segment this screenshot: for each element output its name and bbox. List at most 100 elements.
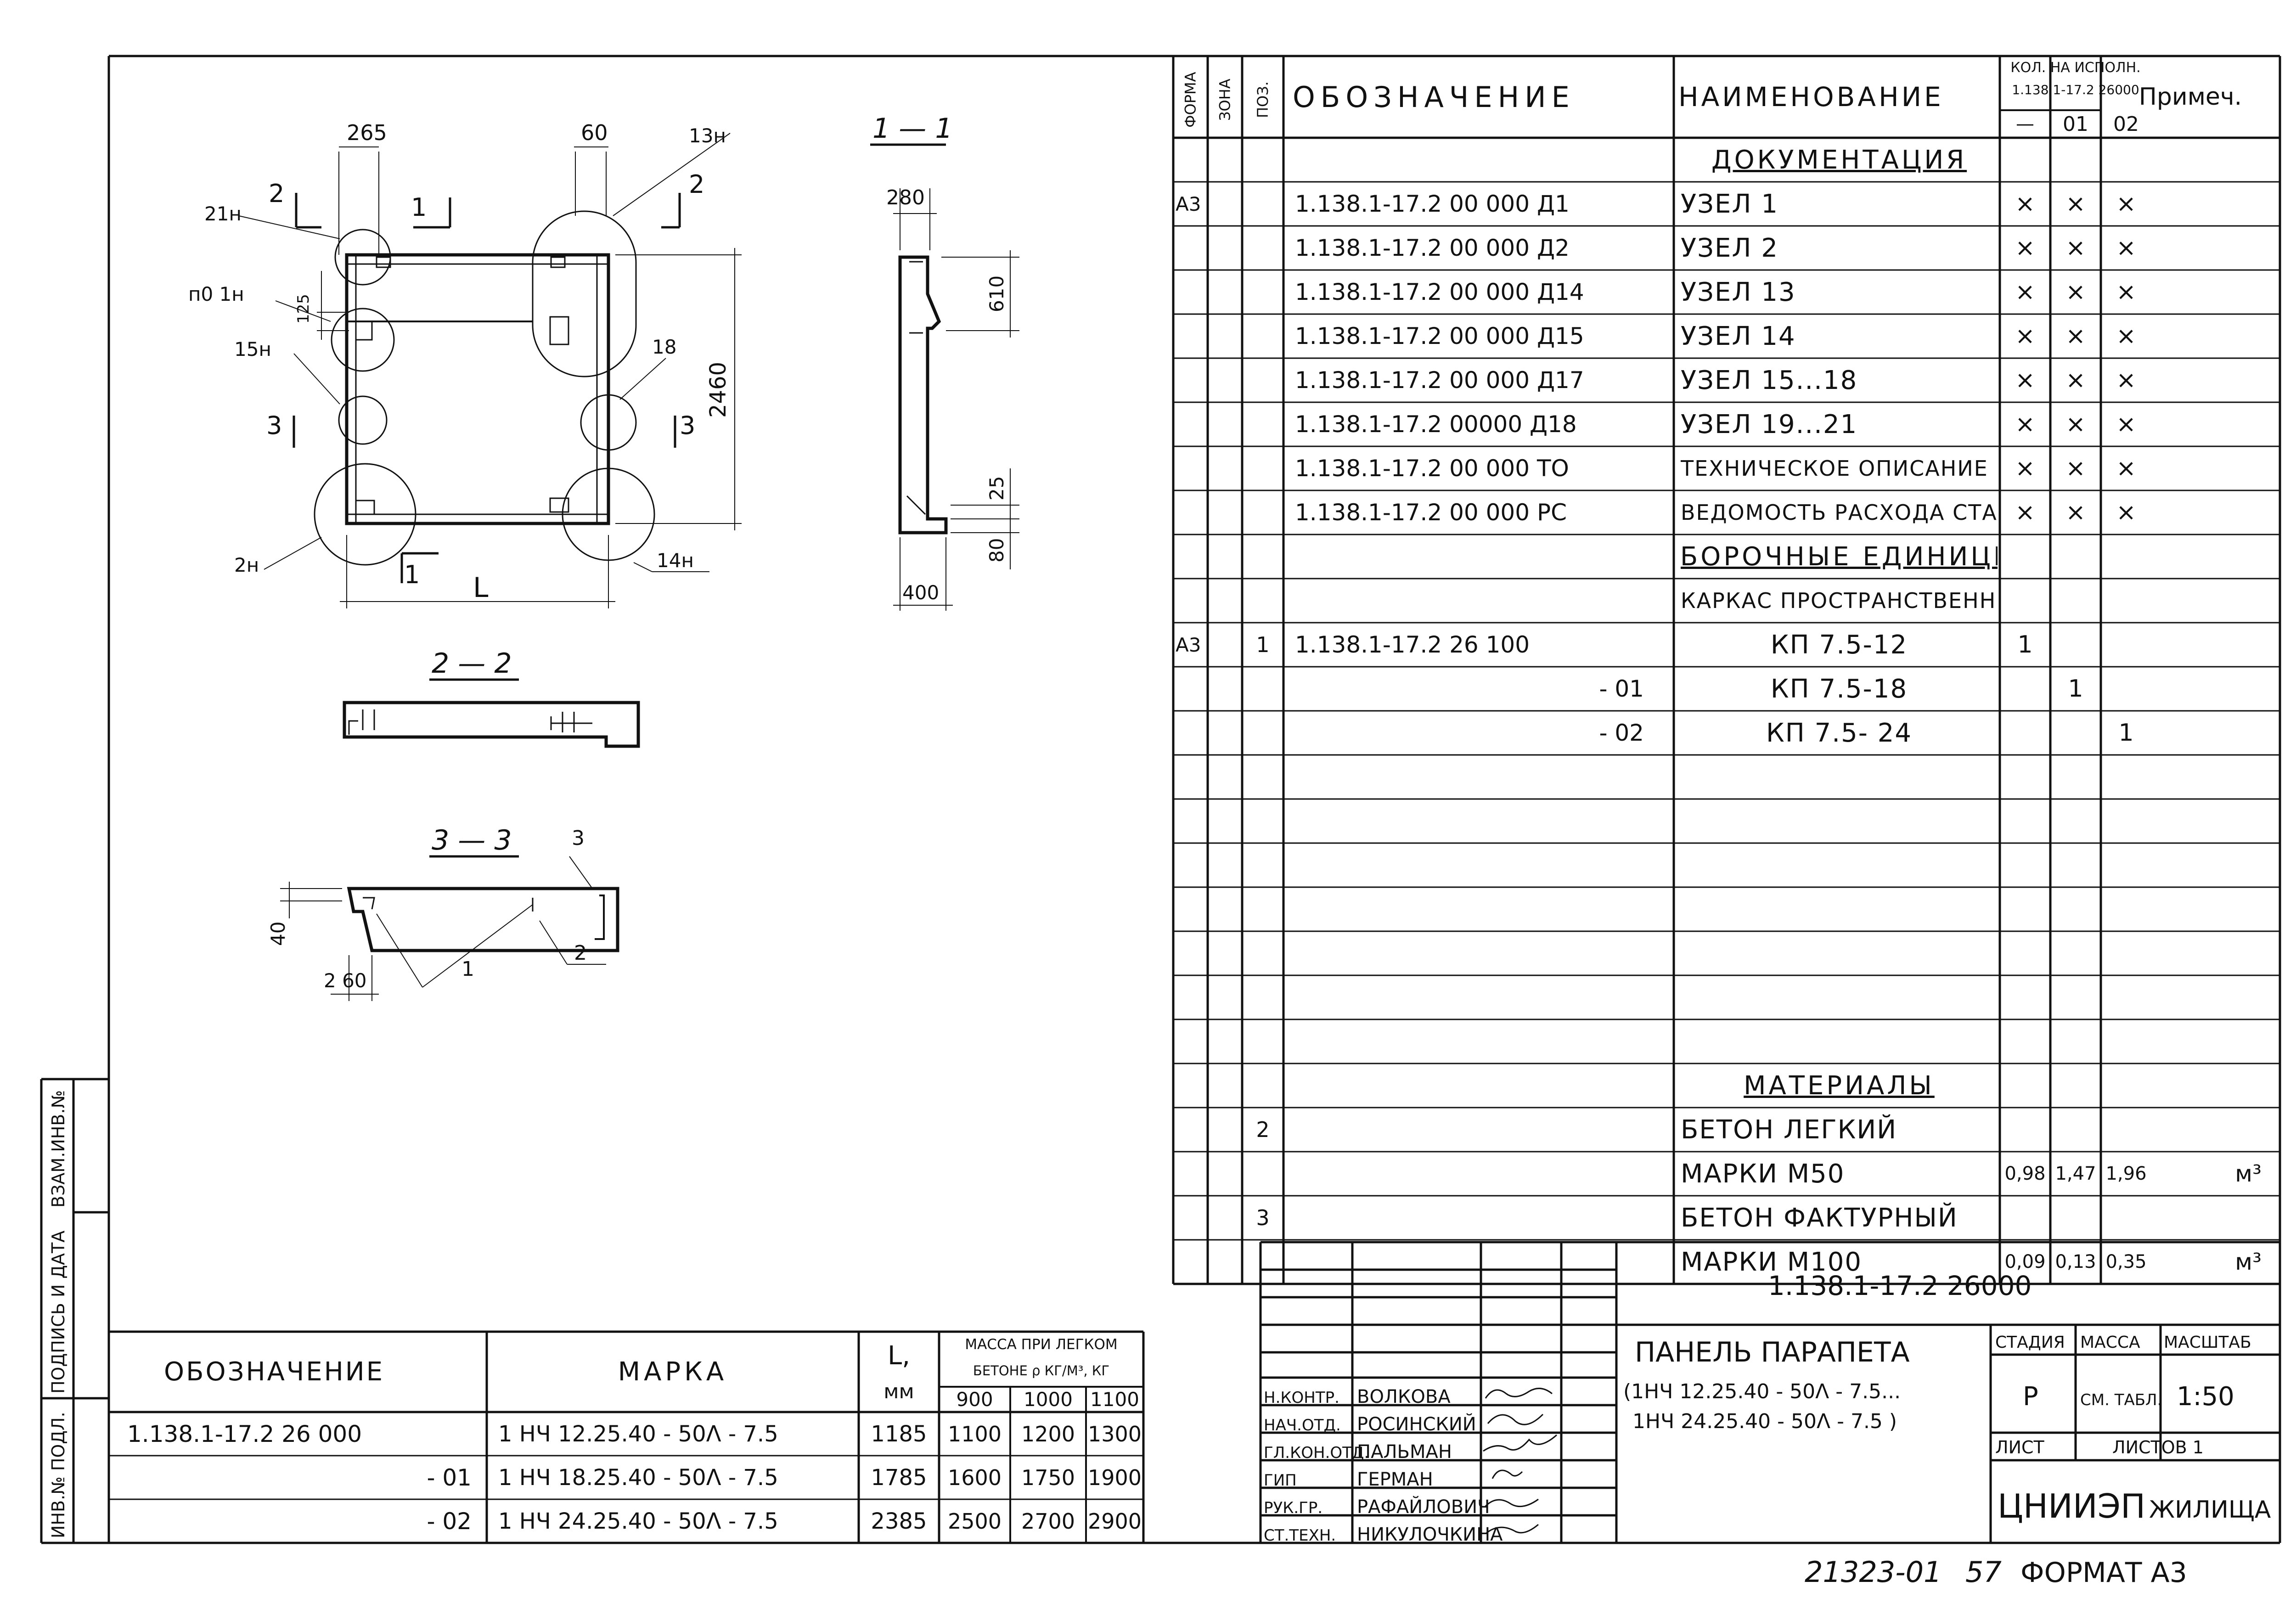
spec-qty-01: × bbox=[2065, 234, 2086, 262]
staff-role: ГИП bbox=[1264, 1471, 1297, 1490]
spec-poz: 1 bbox=[1256, 632, 1270, 657]
spec-qty-02: × bbox=[2116, 234, 2136, 262]
cut-mark-3-left: 3 bbox=[266, 411, 282, 440]
masshtab-value: 1:50 bbox=[2177, 1382, 2234, 1412]
spec-naimenovanie: УЗЕЛ 2 bbox=[1681, 233, 1778, 263]
spec-poz: 3 bbox=[1256, 1205, 1270, 1230]
spec-naimenovanie: УЗЕЛ 14 bbox=[1681, 321, 1796, 351]
callout-15n: 15н bbox=[234, 338, 271, 360]
format-label: ФОРМАТ А3 bbox=[2020, 1557, 2187, 1589]
marks-mass-1100: 1900 bbox=[1087, 1465, 1142, 1490]
dim-2460: 2460 bbox=[705, 362, 731, 418]
marks-header-900: 900 bbox=[956, 1388, 993, 1411]
marks-oboznachenie: - 01 bbox=[427, 1464, 472, 1491]
spec-naimenovanie: КП 7.5- 24 bbox=[1766, 718, 1912, 748]
spec-qty-01: × bbox=[2065, 278, 2086, 306]
spec-naimenovanie: ТЕХНИЧЕСКОЕ ОПИСАНИЕ bbox=[1681, 456, 1988, 481]
leader-1: 1 bbox=[461, 957, 474, 981]
spec-qty-01: × bbox=[2065, 190, 2086, 218]
masshtab-header: МАСШТАБ bbox=[2164, 1333, 2251, 1352]
spec-naimenovanie: УЗЕЛ 1 bbox=[1681, 189, 1778, 219]
spec-poz: 2 bbox=[1256, 1117, 1270, 1142]
spec-qty-base: × bbox=[2015, 322, 2035, 350]
callout-2n: 2н bbox=[234, 554, 259, 576]
spec-naimenovanie: МАРКИ М50 bbox=[1681, 1159, 1845, 1189]
cut-mark-2-right: 2 bbox=[689, 170, 704, 199]
section-2-2-title: 2 — 2 bbox=[432, 647, 512, 680]
section-1-1-view bbox=[870, 143, 1019, 611]
spec-oboznachenie: - 01 bbox=[1599, 675, 1644, 702]
archive-number: 21323-01 bbox=[1805, 1555, 1942, 1589]
marks-marka: 1 НЧ 24.25.40 - 50Λ - 7.5 bbox=[498, 1508, 778, 1534]
spec-qty-base: × bbox=[2015, 411, 2035, 438]
spec-section-heading: ДОКУМЕНТАЦИЯ bbox=[1711, 145, 1967, 175]
dim-125: 125 bbox=[294, 294, 313, 324]
spec-qty-base: × bbox=[2015, 234, 2035, 262]
marks-mass-1000: 1200 bbox=[1021, 1421, 1075, 1446]
spec-naimenovanie: УЗЕЛ 19...21 bbox=[1681, 409, 1858, 439]
section-1-1-title: 1 — 1 bbox=[872, 113, 953, 145]
dim-L: L bbox=[473, 572, 489, 604]
spec-qty-02: × bbox=[2116, 190, 2136, 218]
spec-qty-base: 0,09 bbox=[2004, 1251, 2046, 1272]
staff-name: НИКУЛОЧКИНА bbox=[1357, 1524, 1503, 1545]
header-kol-code: 1.138.1-17.2 26000 bbox=[2012, 82, 2139, 97]
spec-qty-base: 1 bbox=[2017, 631, 2033, 658]
callout-13n: 13н bbox=[689, 124, 726, 147]
title-name-sub1: (1НЧ 12.25.40 - 50Λ - 7.5... bbox=[1623, 1380, 1901, 1403]
spec-qty-base: × bbox=[2015, 190, 2035, 218]
marks-mass-900: 1100 bbox=[947, 1421, 1002, 1446]
marks-mass-900: 2500 bbox=[947, 1508, 1002, 1534]
spec-qty-base: × bbox=[2015, 499, 2035, 526]
marks-header-l-unit: мм bbox=[884, 1379, 914, 1403]
marks-length: 2385 bbox=[871, 1508, 927, 1534]
header-naimenovanie: НАИМЕНОВАНИЕ bbox=[1678, 81, 1944, 113]
spec-qty-01: 1 bbox=[2068, 675, 2083, 703]
dim-280: 280 bbox=[886, 186, 925, 209]
marks-marka: 1 НЧ 12.25.40 - 50Λ - 7.5 bbox=[498, 1421, 778, 1447]
spec-oboznachenie: 1.138.1-17.2 00 000 РС bbox=[1295, 499, 1567, 526]
section-3-3-view bbox=[280, 855, 619, 1001]
staff-name: РОСИНСКИЙ bbox=[1357, 1413, 1476, 1435]
stadia-header: СТАДИЯ bbox=[1995, 1333, 2065, 1352]
header-ex-02: 02 bbox=[2113, 112, 2139, 136]
dim-400: 400 bbox=[902, 581, 939, 604]
marks-oboznachenie: 1.138.1-17.2 26 000 bbox=[127, 1420, 362, 1447]
spec-qty-02: 0,35 bbox=[2105, 1251, 2147, 1272]
marks-marka: 1 НЧ 18.25.40 - 50Λ - 7.5 bbox=[498, 1464, 778, 1491]
spec-naimenovanie: КП 7.5-12 bbox=[1770, 630, 1908, 660]
spec-qty-01: × bbox=[2065, 322, 2086, 350]
cut-mark-3-right: 3 bbox=[680, 411, 695, 440]
drawing-labels: 1 — 1 2 — 2 3 — 3 265 60 2460 125 L 21н … bbox=[188, 113, 1008, 992]
spec-oboznachenie: 1.138.1-17.2 00000 Д18 bbox=[1295, 411, 1577, 438]
callout-21n: 21н bbox=[204, 203, 242, 225]
spec-qty-base: × bbox=[2015, 366, 2035, 394]
spec-section-heading: СБОРОЧНЫЕ ЕДИНИЦЫ bbox=[1681, 541, 1998, 572]
header-ex-01: 01 bbox=[2063, 112, 2088, 136]
staff-role: РУК.ГР. bbox=[1264, 1499, 1322, 1517]
spec-naimenovanie: КАРКАС ПРОСТРАНСТВЕННЫЙ bbox=[1681, 588, 1998, 613]
dim-40: 40 bbox=[267, 922, 289, 946]
section-2-2-view bbox=[343, 678, 640, 748]
dim-2-60: 2 60 bbox=[324, 969, 367, 992]
title-code: 1.138.1-17.2 26000 bbox=[1768, 1270, 2032, 1301]
stadia-value: Р bbox=[2023, 1382, 2038, 1412]
stamp-inv-podl: ИНВ.№ ПОДЛ. bbox=[48, 1412, 68, 1538]
dim-610: 610 bbox=[985, 276, 1008, 312]
dim-80: 80 bbox=[985, 538, 1008, 563]
marks-length: 1185 bbox=[871, 1421, 927, 1447]
spec-naimenovanie: УЗЕЛ 13 bbox=[1681, 277, 1796, 307]
spec-primech: м³ bbox=[2235, 1160, 2262, 1187]
spec-qty-01: × bbox=[2065, 411, 2086, 438]
spec-oboznachenie: 1.138.1-17.2 00 000 ТО bbox=[1295, 455, 1569, 482]
massa-value: СМ. ТАБЛ. bbox=[2080, 1391, 2162, 1409]
spec-qty-02: 1,96 bbox=[2105, 1163, 2147, 1184]
title-name: ПАНЕЛЬ ПАРАПЕТА bbox=[1635, 1336, 1910, 1368]
callout-p01n: п0 1н bbox=[188, 283, 244, 305]
spec-qty-base: × bbox=[2015, 455, 2035, 482]
